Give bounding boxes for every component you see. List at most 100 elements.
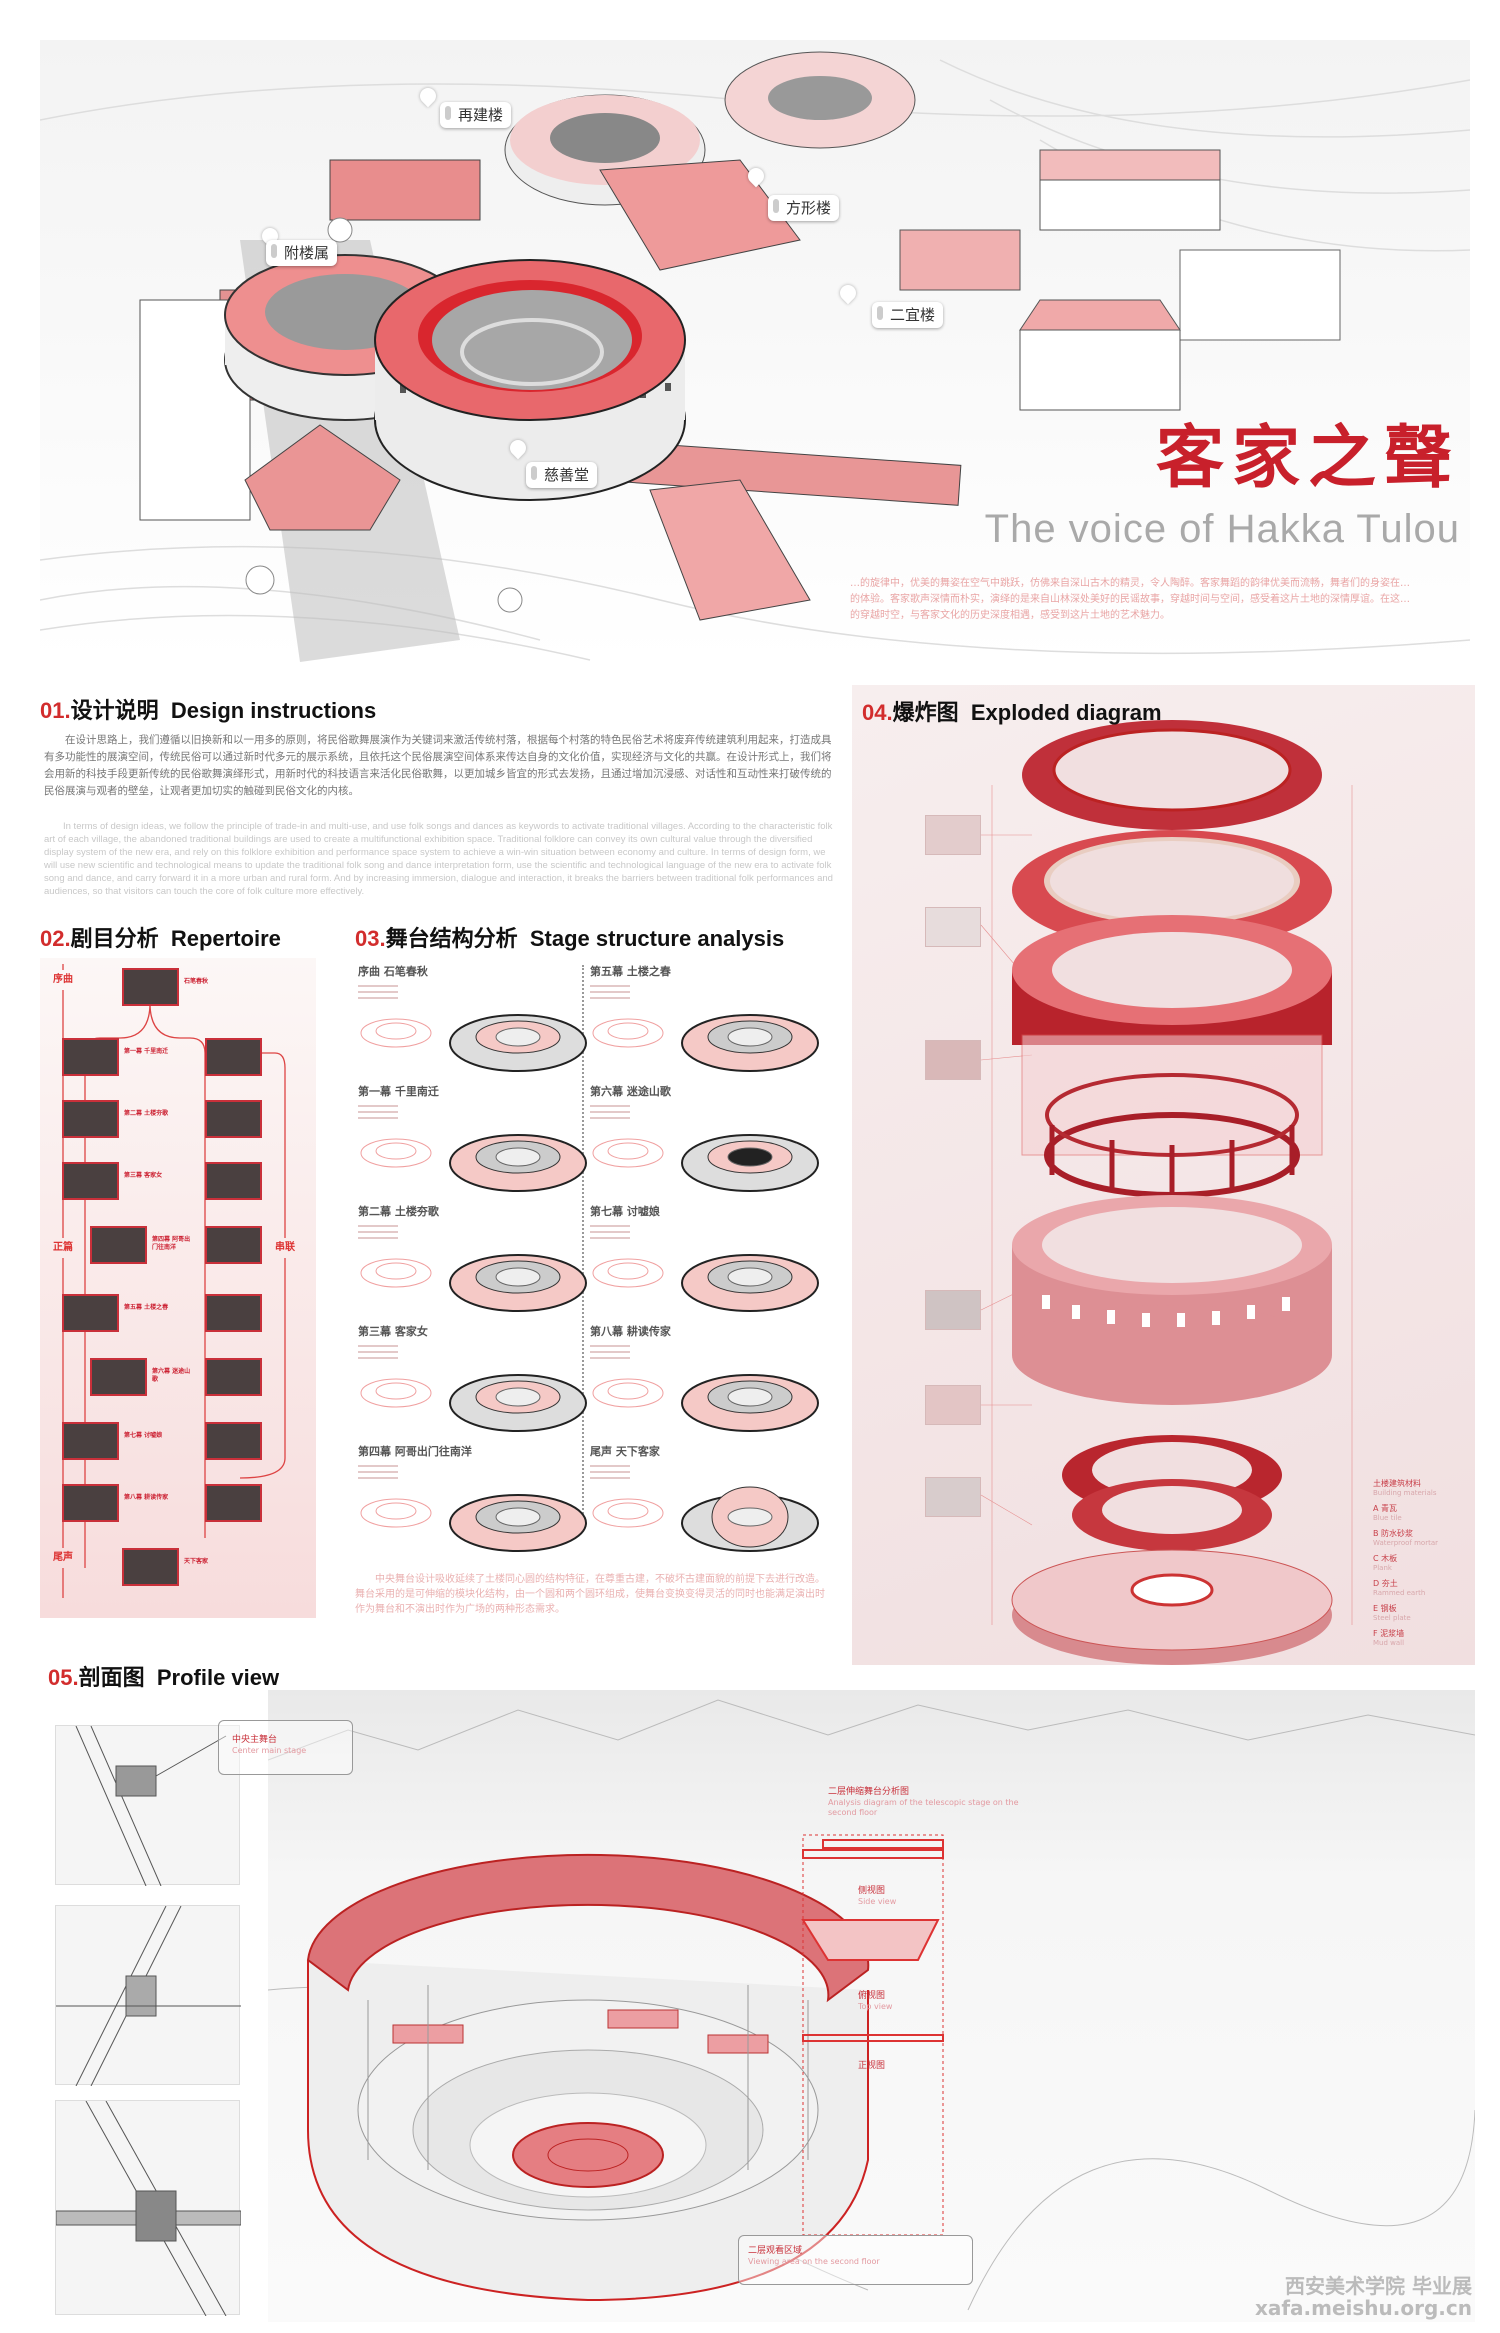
- act-label: 第七幕 讨嘘娘: [124, 1432, 163, 1439]
- section-heading-exploded: 04.爆炸图 Exploded diagram: [862, 700, 1162, 726]
- design-text-cn: 在设计思路上，我们遵循以旧换新和以一用多的原则，将民俗歌舞展演作为关键词来激活传…: [44, 734, 832, 797]
- stage-axonometric-diagram: [360, 1374, 587, 1432]
- stage-note-line: [358, 1105, 398, 1107]
- legend-item-cn: D 夯土: [1373, 1579, 1398, 1588]
- design-text-en: In terms of design ideas, we follow the …: [44, 821, 833, 897]
- poster-title-en: The voice of Hakka Tulou: [984, 507, 1460, 551]
- label-en: Viewing area on the second floor: [748, 2257, 880, 2266]
- material-swatch-tile: [925, 815, 981, 855]
- callout-fangxinglou[interactable]: 方形楼: [768, 195, 840, 221]
- legend-item-en: Mud wall: [1373, 1639, 1405, 1647]
- stage-note-line: [590, 1105, 630, 1107]
- construction-detail-3: [55, 2100, 242, 2317]
- label-en: Top view: [858, 2002, 893, 2011]
- performance-photo: [62, 1038, 119, 1076]
- stage-axonometric-diagram: [360, 1254, 587, 1312]
- label-cn: 侧视图: [858, 1886, 886, 1896]
- performance-photo: [122, 968, 179, 1006]
- act-label: 第四幕 阿哥出门往南洋: [152, 1236, 191, 1251]
- section-number: 05.: [48, 1665, 79, 1690]
- section-title-cn: 舞台结构分析: [385, 926, 518, 951]
- callout-box-center-stage: [218, 1720, 353, 1775]
- stage-note-line: [358, 1357, 398, 1359]
- callout-cishantang[interactable]: 慈善堂: [526, 462, 598, 488]
- stage-card-title: 第五幕 土楼之春: [590, 965, 671, 978]
- material-swatch-plank: [925, 1040, 981, 1080]
- stage-photo: [205, 1422, 262, 1460]
- label-en: Analysis diagram of the telescopic stage…: [828, 1798, 1019, 1817]
- stage-note-line: [358, 1471, 398, 1473]
- legend-item-cn: E 钢板: [1373, 1604, 1397, 1613]
- label-cn: 中央主舞台: [232, 1735, 278, 1745]
- side-label-epilogue: 尾声: [53, 1552, 73, 1563]
- performance-photo: [62, 1162, 119, 1200]
- stage-note-line: [358, 1237, 398, 1239]
- stage-card-title: 第八幕 耕读传家: [590, 1325, 671, 1338]
- stage-card: 尾声 天下客家: [590, 1445, 820, 1563]
- stage-axonometric-diagram: [592, 1254, 819, 1312]
- material-swatch-earth: [925, 1290, 981, 1330]
- stage-axonometric-diagram: [360, 1014, 587, 1072]
- section-title-en: Repertoire: [170, 926, 281, 951]
- callout-eryilou[interactable]: 二宜楼: [872, 302, 944, 328]
- stage-card: 第二幕 土楼夯歌: [358, 1205, 588, 1323]
- watermark-line1: 西安美术学院 毕业展: [1285, 2274, 1472, 2298]
- legend-item-cn: B 防水砂浆: [1373, 1529, 1414, 1538]
- act-label: 第二幕 土楼夯歌: [124, 1110, 169, 1117]
- legend-title: 土楼建筑材料: [1373, 1479, 1421, 1488]
- section-number: 03.: [355, 926, 386, 951]
- section-number: 01.: [40, 698, 71, 723]
- stage-note-line: [358, 1111, 398, 1113]
- legend-item-en: Waterproof mortar: [1373, 1539, 1439, 1547]
- act-label: 第八幕 耕读传家: [124, 1494, 169, 1501]
- stage-card-title: 第二幕 土楼夯歌: [358, 1205, 439, 1218]
- stage-note-line: [590, 1471, 630, 1473]
- performance-photo: [62, 1100, 119, 1138]
- stage-axonometric-diagram: [592, 1014, 819, 1072]
- stage-note-line: [358, 1231, 398, 1233]
- act-label: 石笔春秋: [184, 978, 209, 985]
- stage-note-line: [590, 1225, 630, 1227]
- side-label-main: 正篇: [53, 1242, 73, 1253]
- stage-note-line: [358, 997, 398, 999]
- section-number: 02.: [40, 926, 71, 951]
- material-swatch-steel: [925, 1385, 981, 1425]
- hero-site-rendering: 再建楼 方形楼 附楼属 二宜楼 慈善堂: [40, 40, 1470, 662]
- hero-intro-text: …的旋律中，优美的舞姿在空气中跳跃，仿佛来自深山古木的精灵，令人陶醉。客家舞蹈的…: [850, 578, 1410, 621]
- stage-photo: [205, 1100, 262, 1138]
- side-label-link: 串联: [275, 1242, 295, 1253]
- label-front-view: 正视图: [858, 2060, 885, 2072]
- stage-note-line: [590, 991, 630, 993]
- callout-fuloushu[interactable]: 附楼属: [266, 240, 338, 266]
- stage-note-line: [590, 997, 630, 999]
- callout-zaijianlou[interactable]: 再建楼: [440, 102, 512, 128]
- construction-detail-1: [55, 1725, 240, 1887]
- performance-photo: [90, 1358, 147, 1396]
- legend-item-en: Blue tile: [1373, 1514, 1402, 1522]
- section-title-cn: 剖面图: [78, 1665, 145, 1690]
- stage-note-line: [590, 1117, 630, 1119]
- construction-detail-2: [55, 1905, 241, 2087]
- stage-note-line: [358, 991, 398, 993]
- stage-note-line: [358, 985, 398, 987]
- stage-note-line: [358, 1351, 398, 1353]
- exploded-diagram-panel: [852, 685, 1475, 1665]
- act-label: 天下客家: [184, 1558, 209, 1565]
- stage-note-line: [590, 1465, 630, 1467]
- stage-card: 第八幕 耕读传家: [590, 1325, 820, 1443]
- stage-card: 第六幕 迷途山歌: [590, 1085, 820, 1203]
- column-divider: [582, 965, 584, 1525]
- label-cn: 俯视图: [858, 1991, 886, 2001]
- stage-axonometric-diagram: [360, 1494, 587, 1552]
- stage-card: 第五幕 土楼之春: [590, 965, 820, 1083]
- tulou-section-cutaway: [267, 1699, 1476, 2311]
- site-axonometric-illustration: [40, 51, 1470, 662]
- stage-axonometric-diagram: [592, 1374, 819, 1432]
- label-cn: 二层伸缩舞台分析图: [828, 1787, 910, 1797]
